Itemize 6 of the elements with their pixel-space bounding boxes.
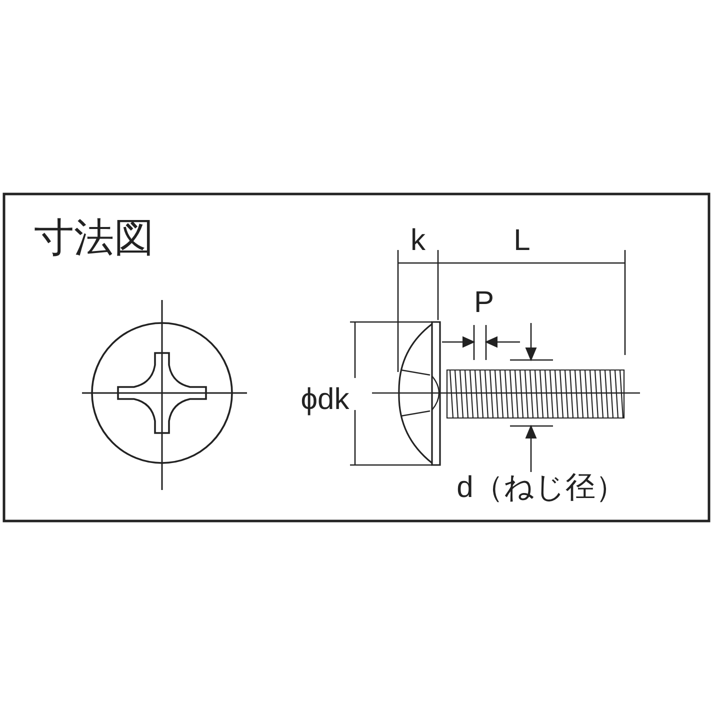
- heading: 寸法図: [34, 218, 154, 258]
- dimension-label: d（ねじ径）: [456, 473, 626, 503]
- dimension-label: ϕdk: [300, 385, 350, 415]
- dimension-label: P: [474, 288, 494, 318]
- dimension-label: L: [514, 226, 530, 256]
- dimension-label: k: [410, 226, 426, 256]
